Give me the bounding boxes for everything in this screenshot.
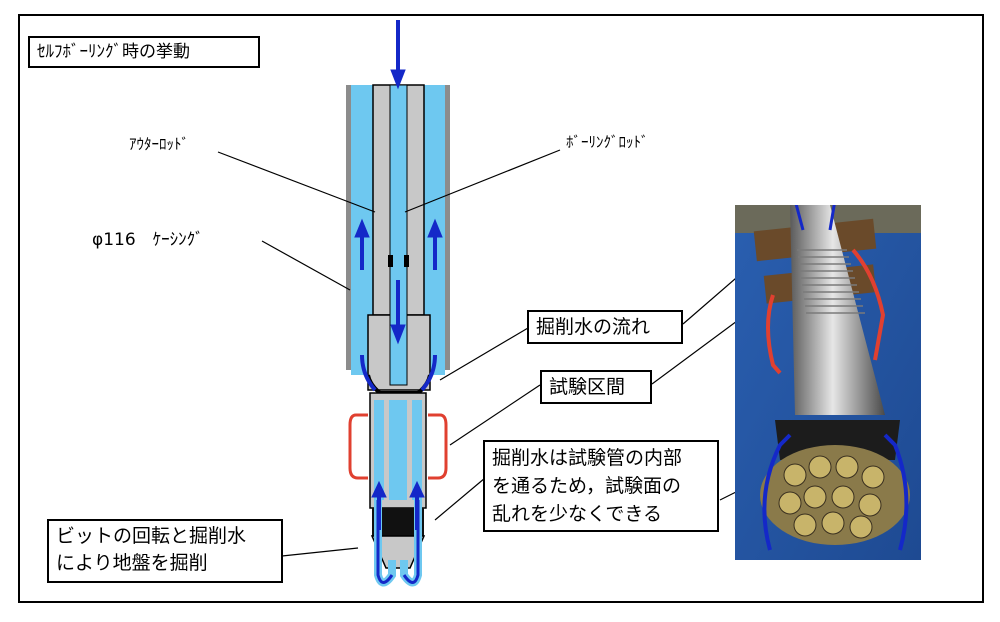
casing-label: φ116 ｹｰｼﾝｸﾞ [92, 230, 204, 250]
tool-photo-image [735, 205, 921, 560]
casing-wall-right [445, 85, 450, 370]
tool-photo [735, 205, 921, 560]
flow-arrowhead-tube-right [409, 480, 425, 498]
flow-line-bottom-left [376, 500, 394, 584]
flow-arrowhead-mid [390, 324, 406, 345]
note-callout: 掘削水は試験管の内部 を通るため，試験面の 乱れを少なくできる [483, 440, 719, 532]
flow-arrows [354, 20, 443, 530]
tube-channel-1 [374, 400, 384, 500]
bit-line-1: ビットの回転と掘削水 [56, 525, 247, 547]
test-bracket-left [348, 413, 368, 480]
note-line-2: を通るため，試験面の [492, 475, 682, 497]
flow-arrowhead-up-right [427, 218, 443, 238]
leader-casing [261, 240, 351, 291]
leader-outer-rod [217, 151, 376, 213]
casing-wall-left [346, 85, 351, 370]
test-section-text: 試験区間 [549, 376, 626, 398]
note-line-1: 掘削水は試験管の内部 [492, 447, 683, 469]
leader-note [434, 477, 486, 521]
leader-water-flow [439, 327, 529, 381]
leader-test-section [449, 384, 541, 446]
test-section-callout: 試験区間 [540, 370, 652, 404]
bit-callout: ビットの回転と掘削水 により地盤を掘削 [47, 519, 283, 583]
water-flow-text: 掘削水の流れ [536, 316, 651, 338]
flow-arrowhead-inlet [390, 69, 406, 90]
bit-line-2: により地盤を掘削 [56, 552, 208, 574]
flow-arrowhead-tube-left [371, 480, 387, 498]
flow-line-bottom-right [402, 500, 420, 584]
flow-curve-right [420, 354, 437, 392]
note-line-3: 乱れを少なくできる [492, 503, 663, 525]
figure-frame [18, 14, 984, 603]
boring-rod-label: ﾎﾞｰﾘﾝｸﾞﾛｯﾄﾞ [566, 133, 649, 151]
outer-rod-label: ｱｳﾀｰﾛｯﾄﾞ [129, 135, 190, 153]
flow-curve-left [360, 354, 377, 392]
test-bracket-right [428, 413, 448, 480]
rod-joint-right [404, 255, 409, 267]
leader-boring-rod [404, 149, 561, 213]
title-box: ｾﾙﾌﾎﾞｰﾘﾝｸﾞ時の挙動 [28, 36, 260, 68]
leader-bit [281, 547, 359, 557]
rod-joint-left [388, 255, 393, 267]
water-flow-callout: 掘削水の流れ [527, 310, 683, 344]
flow-arrowhead-up-left [354, 218, 370, 238]
tube-channel-2 [389, 400, 407, 500]
title-text: ｾﾙﾌﾎﾞｰﾘﾝｸﾞ時の挙動 [37, 42, 190, 62]
tube-channel-3 [412, 400, 422, 500]
